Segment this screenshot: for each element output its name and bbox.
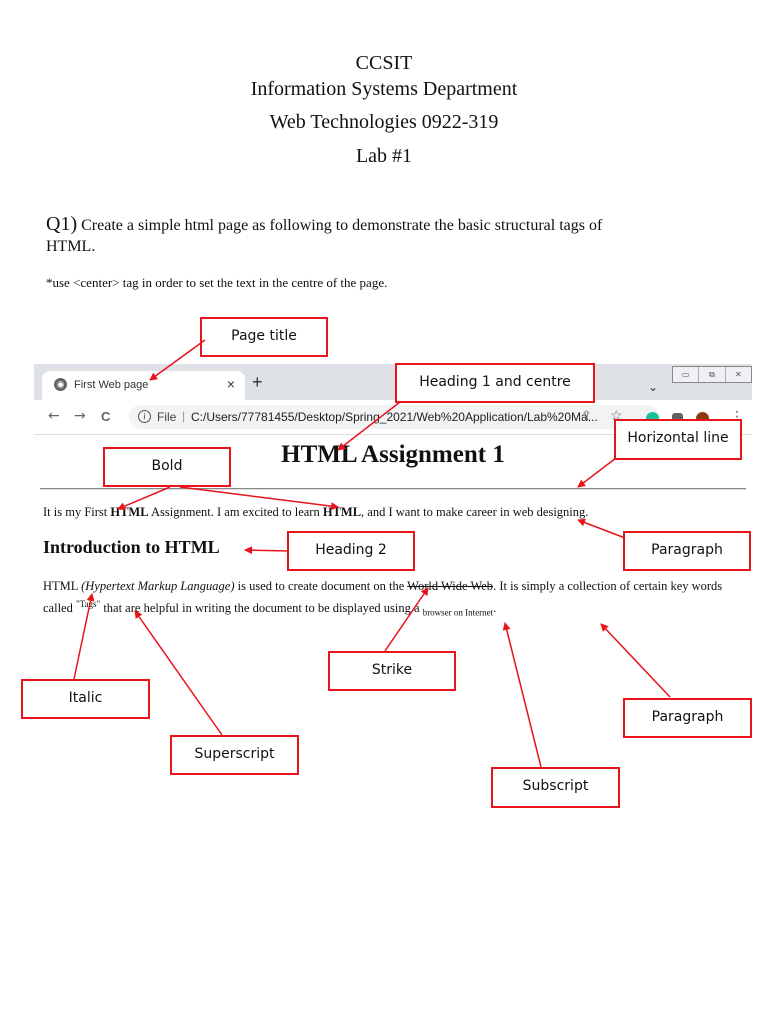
paragraph-2: HTML (Hypertext Markup Language) is used… (43, 577, 743, 622)
extensions-puzzle-icon[interactable] (672, 413, 683, 424)
p2-italic: (Hypertext Markup Language) (81, 579, 235, 593)
label-italic: Italic (21, 679, 150, 719)
address-bar[interactable]: i File | C:/Users/77781455/Desktop/Sprin… (129, 405, 659, 429)
tab-bar: ◉ First Web page × + ⌄ ▭ ⧉ ✕ (34, 364, 752, 400)
question-text: Q1) Create a simple html page as followi… (46, 214, 646, 257)
globe-icon: ◉ (54, 378, 67, 391)
p2-text-e: . (493, 601, 497, 616)
horizontal-rule (40, 488, 746, 490)
question-note: *use <center> tag in order to set the te… (46, 275, 388, 290)
window-close-icon[interactable]: ✕ (724, 367, 751, 382)
tab-search-icon[interactable]: ⌄ (648, 380, 659, 394)
label-heading-2: Heading 2 (287, 531, 415, 571)
p1-text-e: , and I want to make career in web desig… (361, 505, 589, 519)
label-paragraph-1: Paragraph (623, 531, 751, 571)
label-paragraph-2: Paragraph (623, 698, 752, 738)
tab-close-icon[interactable]: × (226, 376, 235, 392)
reload-icon[interactable]: C (101, 409, 111, 424)
question-body: Create a simple html page as following t… (46, 217, 603, 255)
minimize-icon[interactable]: ▭ (681, 370, 690, 379)
label-bold: Bold (103, 447, 231, 487)
p2-text-a: HTML (43, 579, 82, 593)
browser-tab[interactable]: ◉ First Web page × (42, 371, 245, 400)
maximize-icon[interactable]: ⧉ (698, 367, 724, 382)
p2-text-d: that are helpful in writing the document… (100, 601, 423, 616)
label-horizontal-line: Horizontal line (614, 419, 742, 460)
site-info-icon[interactable]: i (138, 410, 151, 423)
label-strike: Strike (328, 651, 456, 691)
header-line-ccsit: CCSIT (355, 52, 413, 74)
window-controls: ▭ ⧉ ✕ (672, 366, 752, 383)
header-line-lab: Lab #1 (355, 145, 413, 167)
label-heading-1: Heading 1 and centre (395, 363, 595, 403)
file-scheme-label: File (157, 410, 177, 424)
new-tab-button[interactable]: + (252, 372, 263, 392)
header-line-course: Web Technologies 0922-319 (269, 111, 499, 133)
label-subscript: Subscript (491, 767, 620, 808)
address-separator: | (182, 409, 186, 423)
address-url[interactable]: C:/Users/77781455/Desktop/Spring_2021/We… (191, 410, 598, 424)
browser-screenshot: ◉ First Web page × + ⌄ ▭ ⧉ ✕ ← → C i Fil… (34, 364, 752, 658)
p1-bold-html-2: HTML (322, 505, 362, 519)
p1-bold-html-1: HTML (110, 505, 149, 519)
p2-strike: World Wide Web (407, 579, 494, 593)
p2-text-b: is used to create document on the (234, 579, 408, 593)
p2-subscript: browser on Internet (422, 607, 494, 618)
back-icon[interactable]: ← (48, 408, 60, 424)
p1-text-c: Assignment. I am excited to learn (148, 505, 323, 519)
p2-text-c: . It is simply a collection of certain k… (43, 579, 723, 616)
label-page-title: Page title (200, 317, 328, 357)
page-heading-2: Introduction to HTML (43, 537, 220, 557)
forward-icon[interactable]: → (74, 408, 86, 424)
rendered-page: HTML Assignment 1 It is my First HTML As… (34, 435, 752, 658)
question-number: Q1) (46, 213, 78, 235)
tab-title: First Web page (74, 379, 149, 391)
p1-text-a: It is my First (43, 505, 111, 519)
label-superscript: Superscript (170, 735, 299, 775)
header-line-department: Information Systems Department (250, 78, 518, 100)
share-icon[interactable]: ⇪ (581, 408, 592, 423)
paragraph-1: It is my First HTML Assignment. I am exc… (43, 505, 588, 520)
p2-superscript: "Tags" (75, 599, 101, 609)
